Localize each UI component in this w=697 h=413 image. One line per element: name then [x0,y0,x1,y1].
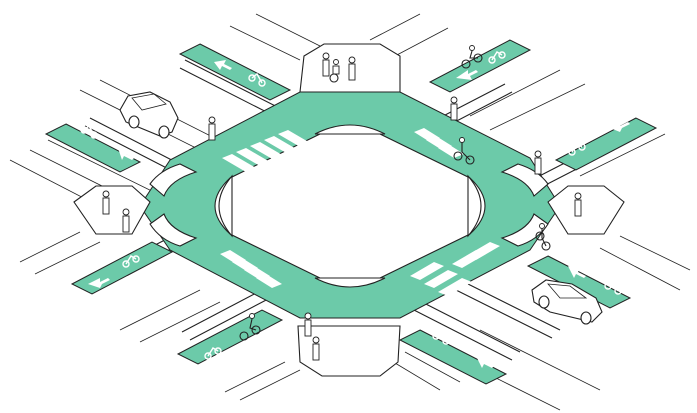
bike-lane-nw-upper [180,44,290,100]
bike-lane-ne-lower [556,118,656,170]
pedestrian-icon [313,337,319,360]
pedestrian-icon [535,151,541,174]
pedestrian-icon [305,313,311,336]
plaza-west [74,186,150,234]
pedestrian-icon [451,97,457,120]
pedestrian-icon [323,53,329,76]
pedestrian-icon [123,209,129,232]
bike-lane-sw-lower [178,310,282,364]
plaza-east [548,186,624,234]
car-icon [120,92,178,138]
pedestrian-icon [209,117,215,140]
pedestrian-icon [575,193,581,216]
pedestrian-icon [103,191,109,214]
bike-lane-sw-upper [72,242,172,294]
intersection-ring [140,92,560,318]
pedestrian-icon [349,57,355,80]
bike-lane-ne-upper [430,40,530,92]
